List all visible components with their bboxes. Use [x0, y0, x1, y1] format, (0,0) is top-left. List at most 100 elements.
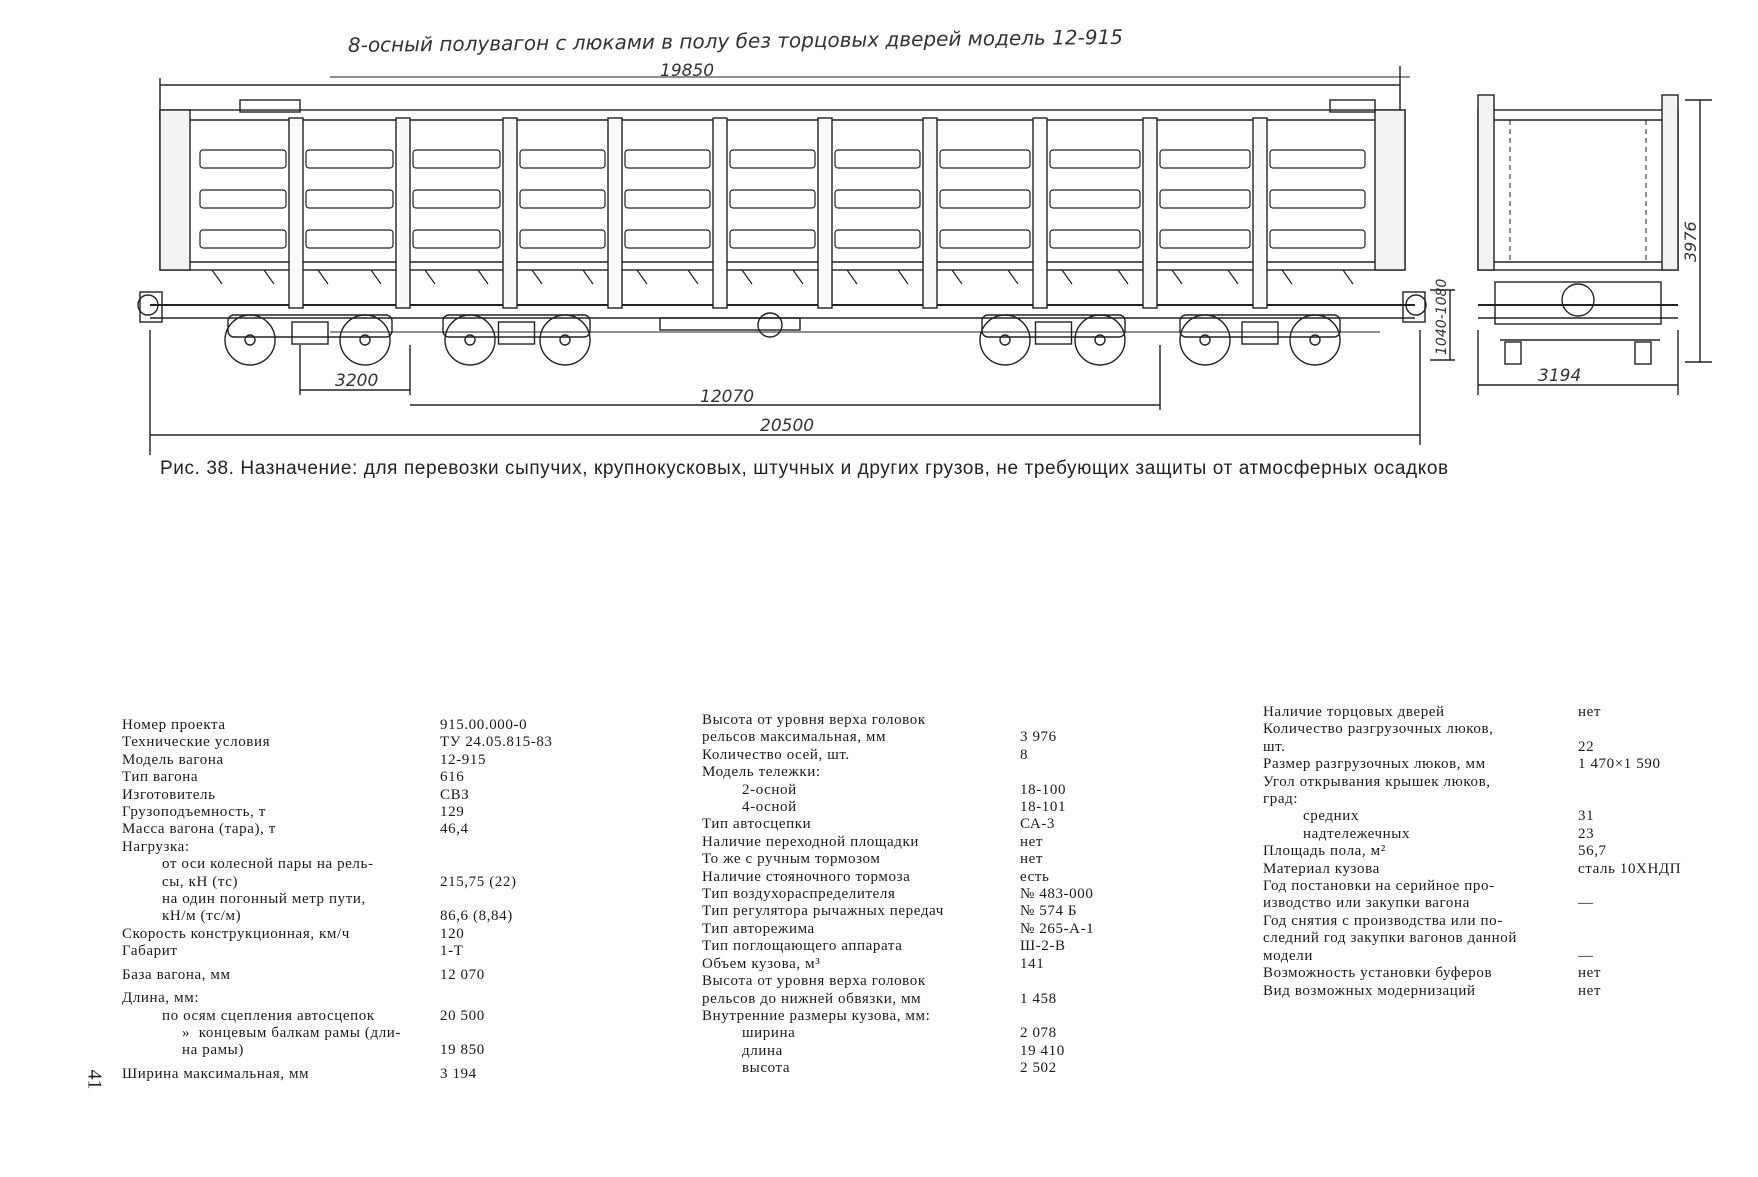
spec-row: Высота от уровня верха головок	[702, 973, 944, 990]
spec-value: 8	[1020, 746, 1029, 763]
wheel-hub	[559, 334, 571, 346]
side-panel	[412, 189, 501, 209]
body-post	[502, 117, 518, 309]
spec-label: 2-осной	[742, 781, 797, 798]
side-panel	[305, 229, 394, 249]
spec-value: 86,6 (8,84)	[440, 908, 513, 925]
wheel	[539, 314, 591, 366]
side-panel	[729, 149, 816, 169]
spec-row: Внутренние размеры кузова, мм:	[702, 1008, 944, 1025]
spec-label: Внутренние размеры кузова, мм:	[702, 1007, 931, 1024]
spec-label: следний год закупки вагонов данной	[1263, 930, 1517, 947]
side-panel	[519, 189, 606, 209]
spec-label: Ширина максимальная, мм	[122, 1065, 310, 1082]
side-panel	[519, 229, 606, 249]
dim-bogie-base: 3200	[335, 371, 378, 391]
side-panel	[834, 229, 921, 249]
page-number: 41	[83, 1069, 106, 1090]
spec-label: ширина	[742, 1025, 796, 1042]
side-panel	[199, 229, 287, 249]
spec-value: 2 078	[1020, 1025, 1057, 1042]
spec-row: град:	[1263, 791, 1517, 808]
spec-label: Наличие торцовых дверей	[1263, 704, 1445, 720]
spec-value: 129	[440, 804, 465, 821]
side-panel	[305, 189, 394, 209]
spec-label: Объем кузова, м³	[702, 955, 821, 972]
spec-label: Количество разгрузочных люков,	[1263, 721, 1494, 738]
spec-label: Количество осей, шт.	[702, 746, 850, 763]
spec-row: Наличие торцовых дверей нет	[1263, 704, 1600, 721]
spec-value: нет	[1578, 704, 1602, 720]
side-panel	[834, 189, 921, 209]
spec-value: —	[1578, 895, 1594, 912]
drawing-title: 8-осный полувагон с люками в полу без то…	[348, 25, 1123, 57]
hatch-lock	[846, 269, 909, 285]
wheel-hub	[1199, 334, 1211, 346]
spec-label: Тип авторежима	[702, 920, 815, 937]
spec-value: 46,4	[440, 821, 469, 838]
side-panel	[1269, 229, 1366, 249]
spec-label: Наличие стояночного тормоза	[702, 868, 911, 885]
spec-row: следний год закупки вагонов данной	[1263, 930, 1517, 947]
wheel	[224, 314, 276, 366]
hatch-lock	[317, 269, 382, 285]
body-post	[922, 117, 938, 309]
bogie-frame	[227, 314, 393, 338]
wheel-hub	[464, 334, 476, 346]
side-panel	[729, 229, 816, 249]
spec-label: надтележечных	[1303, 825, 1411, 842]
body-post	[712, 117, 728, 309]
spec-value: 56,7	[1578, 843, 1607, 860]
spec-label: Модель тележки:	[702, 764, 821, 781]
spec-row: Год постановки на серийное про-	[1263, 878, 1517, 895]
body-post	[817, 117, 833, 309]
spec-label: Технические условия	[122, 734, 271, 751]
spec-label: Масса вагона (тара), т	[122, 821, 276, 838]
spec-label: Габарит	[122, 943, 178, 960]
side-panel	[412, 229, 501, 249]
spec-value: 3 976	[1020, 729, 1057, 746]
wheel	[444, 314, 496, 366]
spec-label: База вагона, мм	[122, 966, 231, 983]
spec-value: СВЗ	[440, 786, 470, 803]
spec-value: 19 850	[440, 1042, 485, 1059]
dim-coupler-height: 1040-1080	[1434, 279, 1450, 355]
spec-row: Масса вагона (тара), т 46,4	[122, 821, 468, 838]
spec-label: Размер разгрузочных люков, мм	[1263, 756, 1486, 773]
spec-label: Вид возможных модернизаций	[1263, 982, 1476, 999]
spec-value: нет	[1578, 982, 1602, 999]
spec-row: Вид возможных модернизаций нет	[1263, 982, 1600, 1000]
bogie-frame	[442, 314, 591, 338]
spec-value: 18-100	[1020, 781, 1067, 798]
spec-label: Модель вагона	[122, 751, 224, 768]
wheel-hub	[1094, 334, 1106, 346]
wheel	[1074, 314, 1126, 366]
spec-label: То же с ручным тормозом	[702, 851, 881, 868]
spec-value: 23	[1578, 825, 1595, 842]
side-panel	[624, 229, 711, 249]
hatch-lock	[741, 269, 804, 285]
spring-set	[1034, 321, 1073, 345]
spec-value: 19 410	[1020, 1042, 1065, 1059]
spec-label: высота	[742, 1060, 791, 1077]
wheel	[339, 314, 391, 366]
spec-label: » концевым балкам рамы (дли-	[182, 1024, 402, 1041]
spec-label: на рамы)	[182, 1042, 244, 1059]
spec-value: нет	[1020, 833, 1044, 850]
spec-row: 2-осной 18-100	[702, 781, 1066, 799]
spec-label: изводство или закупки вагона	[1263, 895, 1470, 912]
spec-label: Высота от уровня верха головок	[702, 712, 926, 728]
spec-label: Тип вагона	[122, 769, 199, 786]
